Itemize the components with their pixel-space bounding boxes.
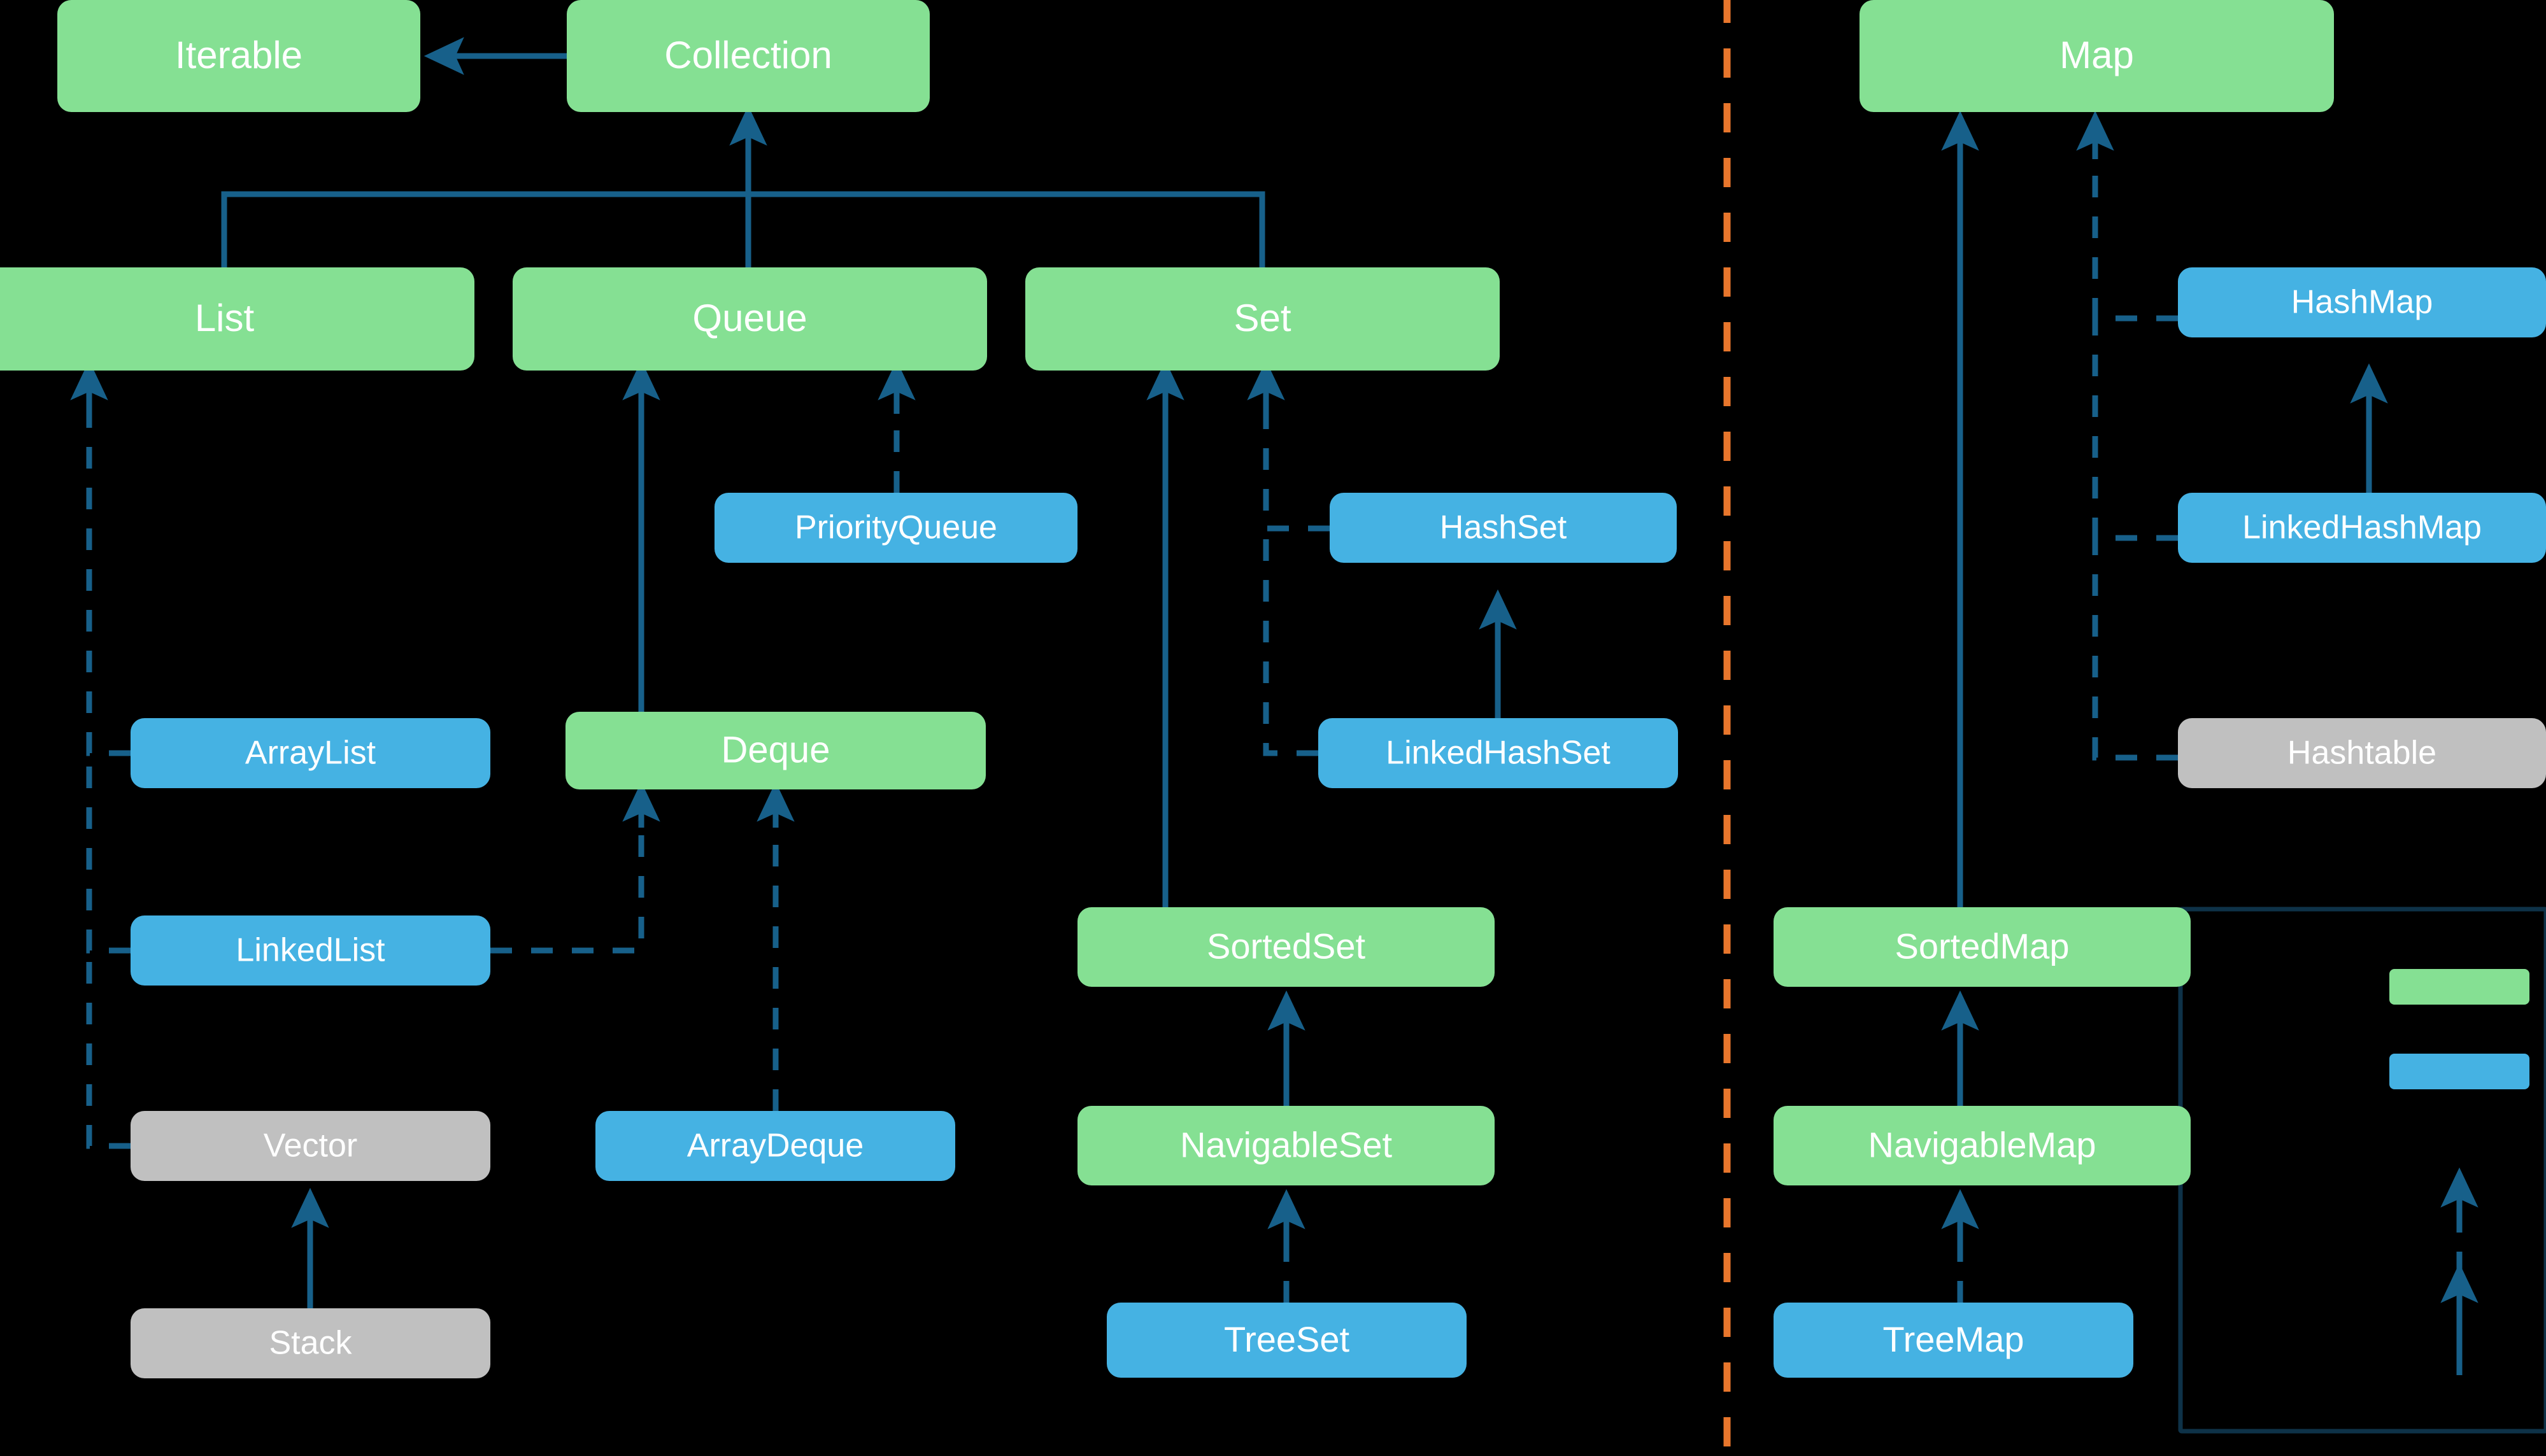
node-hashset-label: HashSet — [1440, 509, 1567, 546]
node-vector-label: Vector — [264, 1127, 357, 1164]
node-vector[interactable]: Vector — [131, 1111, 490, 1181]
node-hashtable-box — [2178, 718, 2546, 788]
node-treeset-box — [1107, 1303, 1467, 1378]
node-linkedhashset[interactable]: LinkedHashSet — [1318, 718, 1678, 788]
node-list[interactable]: List — [0, 267, 474, 371]
node-hashtable-label: Hashtable — [2287, 735, 2436, 772]
node-priorityqueue[interactable]: PriorityQueue — [715, 493, 1077, 563]
legend-class-swatch — [2389, 1054, 2529, 1089]
node-deque-label: Deque — [722, 729, 830, 770]
node-vector-box — [131, 1111, 490, 1181]
node-set[interactable]: Set — [1025, 267, 1500, 371]
node-linkedlist[interactable]: LinkedList — [131, 915, 490, 986]
node-linkedhashmap-box — [2178, 493, 2546, 563]
node-stack[interactable]: Stack — [131, 1308, 490, 1378]
node-map-box — [1860, 0, 2334, 112]
node-treemap-box — [1774, 1303, 2133, 1378]
node-navigablemap-label: NavigableMap — [1868, 1124, 2096, 1164]
node-collection-box — [567, 0, 930, 112]
node-arraydeque-label: ArrayDeque — [687, 1127, 864, 1164]
edge-arraylist-to-list — [70, 360, 131, 756]
edge-hashmap-to-map — [2076, 110, 2178, 322]
node-sortedmap-label: SortedMap — [1895, 926, 2070, 966]
node-list-box — [0, 267, 474, 371]
node-sortedset[interactable]: SortedSet — [1077, 907, 1495, 987]
node-deque-box — [565, 712, 986, 789]
node-sortedmap-box — [1774, 907, 2191, 987]
node-arraylist[interactable]: ArrayList — [131, 718, 490, 788]
edge-linkedlist-to-list — [86, 753, 131, 954]
node-treeset-label: TreeSet — [1224, 1319, 1350, 1359]
node-map-label: Map — [2059, 34, 2134, 76]
node-linkedlist-box — [131, 915, 490, 986]
node-linkedhashmap[interactable]: LinkedHashMap — [2178, 493, 2546, 563]
edge-set-to-collection — [748, 191, 1265, 267]
node-priorityqueue-label: PriorityQueue — [795, 509, 997, 546]
node-hashmap[interactable]: HashMap — [2178, 267, 2546, 337]
edges-layer — [70, 37, 2388, 1308]
node-treemap[interactable]: TreeMap — [1774, 1303, 2133, 1378]
node-navigablemap-box — [1774, 1106, 2191, 1185]
edge-hashset-to-set — [1247, 360, 1330, 532]
node-collection[interactable]: Collection — [567, 0, 930, 112]
node-list-label: List — [195, 297, 255, 339]
node-linkedhashmap-label: LinkedHashMap — [2242, 509, 2482, 546]
node-hashtable[interactable]: Hashtable — [2178, 718, 2546, 788]
node-collection-label: Collection — [664, 34, 832, 76]
node-iterable-box — [57, 0, 420, 112]
node-hashset-box — [1330, 493, 1677, 563]
node-set-label: Set — [1234, 297, 1291, 339]
node-queue[interactable]: Queue — [513, 267, 987, 371]
node-set-box — [1025, 267, 1500, 371]
node-priorityqueue-box — [715, 493, 1077, 563]
node-map[interactable]: Map — [1860, 0, 2334, 112]
node-iterable-label: Iterable — [175, 34, 302, 76]
node-arraydeque-box — [595, 1111, 955, 1181]
edge-linkedhashset-to-set — [1263, 528, 1318, 756]
node-queue-box — [513, 267, 987, 371]
node-iterable[interactable]: Iterable — [57, 0, 420, 112]
node-deque[interactable]: Deque — [565, 712, 986, 789]
node-arraylist-label: ArrayList — [245, 735, 376, 772]
node-sortedset-label: SortedSet — [1207, 926, 1365, 966]
node-linkedlist-label: LinkedList — [236, 932, 385, 969]
edge-linkedhashmap-to-map — [2092, 318, 2178, 541]
node-navigableset-box — [1077, 1106, 1495, 1185]
node-treeset[interactable]: TreeSet — [1107, 1303, 1467, 1378]
node-queue-label: Queue — [692, 297, 807, 339]
edge-hashtable-to-map — [2092, 538, 2178, 761]
edge-linkedlist-to-deque — [490, 781, 660, 954]
node-navigableset-label: NavigableSet — [1180, 1124, 1393, 1164]
node-stack-box — [131, 1308, 490, 1378]
node-sortedmap[interactable]: SortedMap — [1774, 907, 2191, 987]
node-arraydeque[interactable]: ArrayDeque — [595, 1111, 955, 1181]
node-hashmap-label: HashMap — [2291, 284, 2433, 321]
legend-interface-swatch — [2389, 969, 2529, 1005]
node-linkedhashset-label: LinkedHashSet — [1386, 735, 1611, 772]
node-linkedhashset-box — [1318, 718, 1678, 788]
edge-list-to-collection — [221, 191, 748, 267]
edge-vector-to-list — [86, 951, 131, 1149]
node-navigablemap[interactable]: NavigableMap — [1774, 1106, 2191, 1185]
node-stack-label: Stack — [269, 1325, 352, 1362]
node-arraylist-box — [131, 718, 490, 788]
node-navigableset[interactable]: NavigableSet — [1077, 1106, 1495, 1185]
node-sortedset-box — [1077, 907, 1495, 987]
node-hashmap-box — [2178, 267, 2546, 337]
legend-box — [2178, 907, 2546, 1434]
node-treemap-label: TreeMap — [1882, 1319, 2024, 1359]
node-hashset[interactable]: HashSet — [1330, 493, 1677, 563]
